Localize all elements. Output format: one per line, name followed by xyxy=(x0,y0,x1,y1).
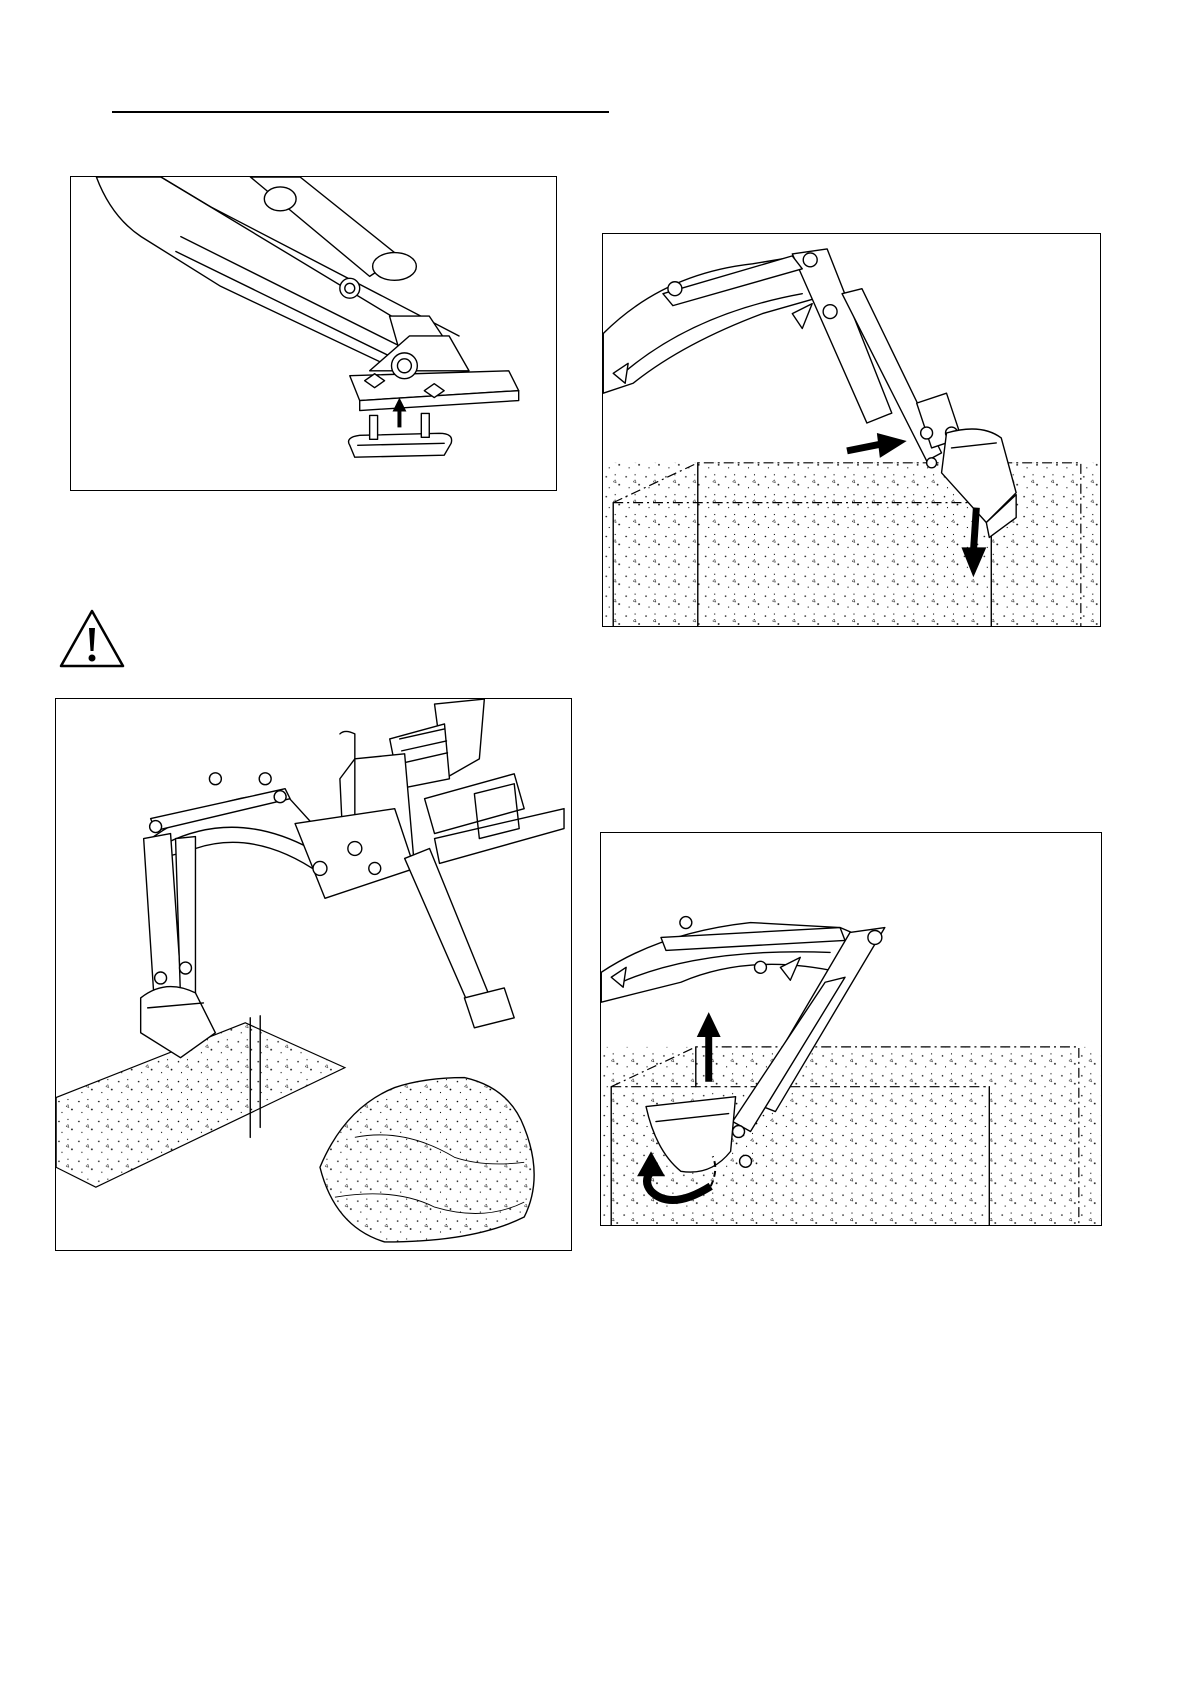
figure-bucket-curl-lift xyxy=(600,832,1102,1226)
bucket-curl-lift-illustration xyxy=(601,833,1101,1225)
figure-backhoe-overview xyxy=(55,698,572,1251)
figure-bucket-pull-down xyxy=(602,233,1101,627)
header-rule xyxy=(112,111,609,113)
figure-stabilizer-pad xyxy=(70,176,557,491)
backhoe-overview-illustration xyxy=(56,699,571,1250)
stabilizer-pad-illustration xyxy=(71,177,556,490)
warning-triangle-icon xyxy=(58,608,126,670)
bucket-pull-down-illustration xyxy=(603,234,1100,626)
